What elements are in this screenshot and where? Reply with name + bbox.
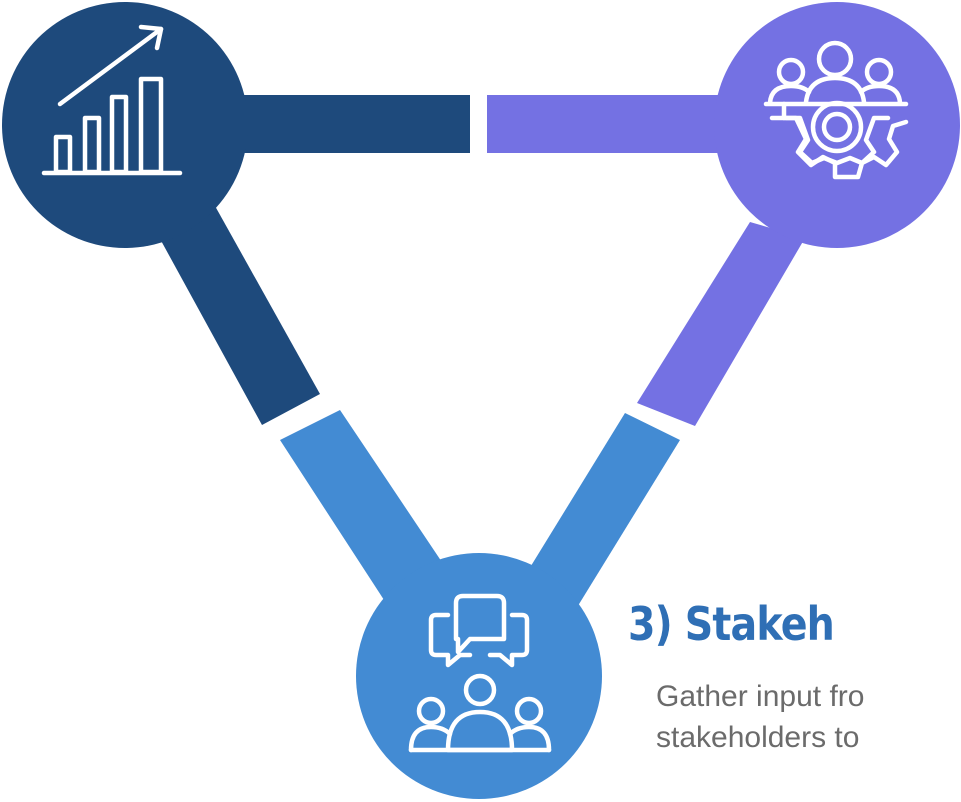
connector-top-left [200,95,470,153]
connector-left-upper [153,197,320,425]
node-team [714,2,960,248]
step-description: Gather input fro stakeholders to [656,680,865,754]
connector-right-upper [637,222,805,426]
connector-right-lower [510,413,680,622]
node-growth [2,2,248,248]
group-discussion-icon [408,593,552,753]
team-gear-icon [763,40,909,180]
node-discussion [356,553,602,799]
step-title: 3) Stakeh [628,597,835,651]
connector-top-right [487,95,720,153]
growth-chart-icon [41,24,183,176]
node-team-circle [714,2,960,248]
